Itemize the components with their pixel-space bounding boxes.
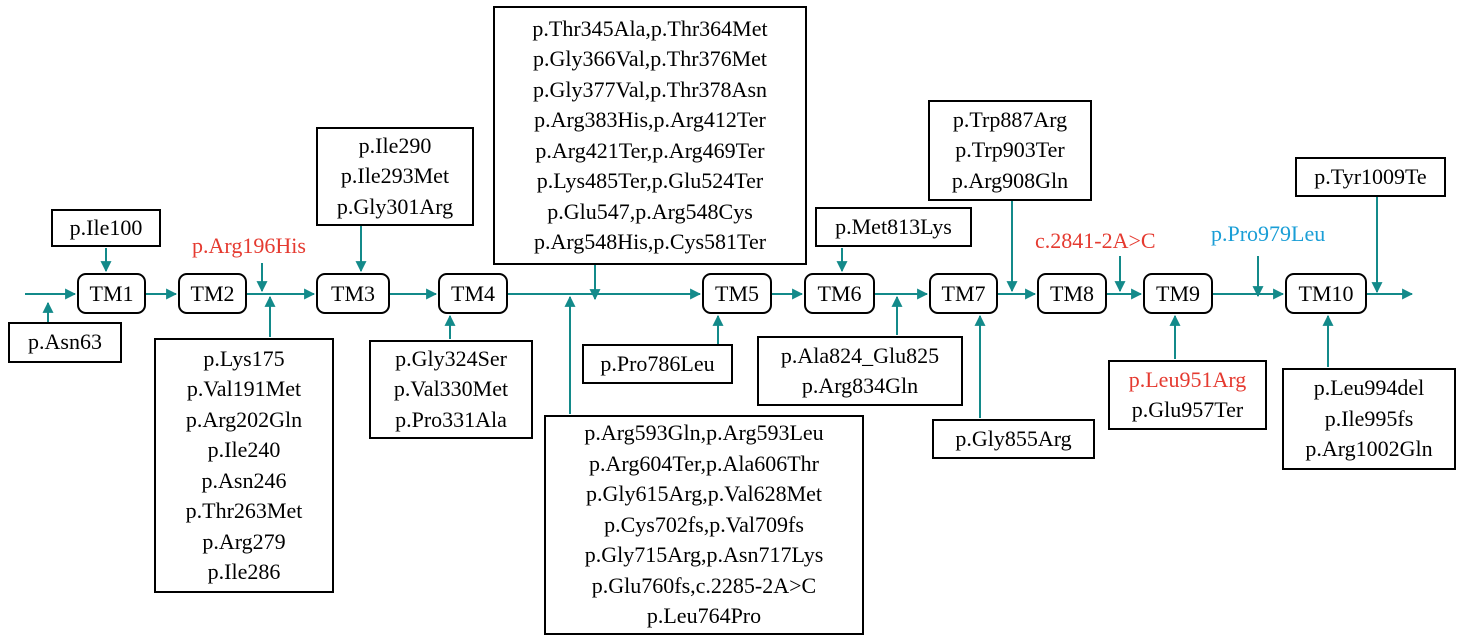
domain-label: TM10 — [1298, 280, 1354, 306]
label-line: p.Glu957Ter — [1131, 397, 1244, 422]
domain-tm4: TM4 — [438, 273, 508, 314]
domain-tm6: TM6 — [804, 273, 875, 314]
label-line: p.Trp887Arg — [952, 106, 1068, 132]
label-met813lys: p.Met813Lys — [815, 207, 972, 247]
label-line: p.Arg383His,p.Arg412Ter — [534, 107, 766, 132]
label-gly855arg: p.Gly855Arg — [932, 419, 1095, 459]
label-arg196his: p.Arg196His — [192, 233, 306, 258]
label-line-red: p.Leu951Arg — [1128, 366, 1247, 392]
label-line: p.Glu547,p.Arg548Cys — [547, 198, 753, 224]
domain-label: TM6 — [817, 280, 862, 306]
label-line: p.Gly615Arg,p.Val628Met — [585, 481, 823, 507]
label-line: p.Trp903Ter — [955, 137, 1065, 163]
label-line: p.Thr345Ala,p.Thr364Met — [532, 15, 768, 41]
label-line: p.Ile240 — [207, 437, 281, 462]
label-line: p.Asn63 — [28, 329, 102, 355]
label-line: p.Arg548His,p.Cys581Ter — [533, 229, 767, 254]
domain-label: TM1 — [89, 280, 134, 306]
label-line: p.Pro786Leu — [600, 350, 715, 376]
domain-tm5: TM5 — [702, 273, 772, 314]
domain-label: TM2 — [190, 280, 235, 306]
label-line: p.Cys702fs,p.Val709fs — [604, 511, 804, 537]
label-line: p.Gly366Val,p.Thr376Met — [532, 46, 768, 71]
label-line: p.Ile293Met — [340, 163, 450, 189]
label-tm45-above: p.Thr345Ala,p.Thr364Met p.Gly366Val,p.Thr… — [493, 6, 807, 265]
domain-tm7: TM7 — [929, 273, 998, 314]
label-line: p.Tyr1009Te — [1314, 163, 1427, 189]
label-line: p.Leu994del — [1313, 375, 1425, 401]
label-c2841: c.2841-2A>C — [1035, 228, 1156, 253]
domain-label: TM9 — [1156, 280, 1200, 306]
label-line: p.Lys175 — [203, 345, 285, 371]
domain-label: TM8 — [1050, 280, 1094, 306]
label-line: p.Arg834Gln — [801, 373, 919, 398]
label-pro979leu: p.Pro979Leu — [1211, 221, 1326, 246]
label-line: p.Val191Met — [186, 376, 302, 401]
label-line: p.Thr263Met — [185, 498, 303, 523]
label-tm10-below: p.Leu994del p.Ile995fs p.Arg1002Gln — [1282, 368, 1456, 470]
label-pro786leu: p.Pro786Leu — [582, 344, 733, 384]
label-line: p.Glu760fs,c.2285-2A>C — [591, 572, 817, 598]
label-line: p.Gly715Arg,p.Asn717Lys — [584, 542, 824, 568]
label-line: p.Gly301Arg — [336, 193, 454, 219]
label-line: p.Arg593Gln,p.Arg593Leu — [584, 420, 824, 446]
domain-tm1: TM1 — [77, 273, 146, 314]
label-line: p.Ala824_Glu825 — [780, 342, 940, 368]
label-line: p.Arg604Ter,p.Ala606Thr — [589, 450, 819, 476]
label-line: p.Ile995fs — [1324, 405, 1414, 431]
label-line: p.Arg1002Gln — [1305, 436, 1433, 462]
domain-tm8: TM8 — [1037, 273, 1107, 314]
label-line: p.Gly324Ser — [395, 345, 507, 371]
label-line: p.Val330Met — [393, 376, 509, 402]
label-line: p.Arg279 — [202, 528, 286, 554]
label-tm4-below: p.Gly324Ser p.Val330Met p.Pro331Ala — [369, 340, 533, 439]
domain-label: TM7 — [941, 280, 986, 306]
label-line: p.Ile286 — [207, 559, 281, 584]
domain-label: TM3 — [331, 280, 375, 306]
label-tm3-above: p.Ile290 p.Ile293Met p.Gly301Arg — [316, 127, 474, 226]
label-line: p.Arg421Ter,p.Arg469Ter — [535, 137, 765, 163]
label-tm7-above: p.Trp887Arg p.Trp903Ter p.Arg908Gln — [928, 100, 1092, 201]
label-line: p.Ile290 — [358, 132, 432, 158]
label-line: p.Gly855Arg — [955, 425, 1072, 451]
label-tm45-below: p.Arg593Gln,p.Arg593Leu p.Arg604Ter,p.Ala… — [544, 415, 864, 635]
domain-tm2: TM2 — [178, 273, 247, 314]
domain-tm3: TM3 — [316, 273, 390, 314]
domain-label: TM4 — [451, 280, 495, 306]
label-line: p.Arg908Gln — [951, 167, 1069, 193]
label-line: p.Leu764Pro — [646, 603, 762, 629]
domain-tm9: TM9 — [1143, 273, 1213, 314]
label-tm6-below: p.Ala824_Glu825 p.Arg834Gln — [757, 336, 963, 406]
label-line: p.Gly377Val,p.Thr378Asn — [532, 76, 768, 102]
label-line: p.Arg202Gln — [185, 406, 303, 432]
label-line: p.Pro331Ala — [395, 406, 507, 432]
label-line: p.Met813Lys — [835, 213, 952, 239]
label-tyr1009: p.Tyr1009Te — [1295, 157, 1446, 197]
label-line: p.Lys485Ter,p.Glu524Ter — [536, 168, 764, 193]
label-line: p.Asn246 — [201, 467, 287, 493]
domain-tm10: TM10 — [1285, 273, 1367, 314]
label-asn63: p.Asn63 — [8, 322, 122, 363]
label-ile100: p.Ile100 — [51, 209, 161, 247]
label-tm2-below: p.Lys175 p.Val191Met p.Arg202Gln p.Ile240 p.… — [154, 338, 334, 593]
label-tm9-below: p.Leu951Arg p.Glu957Ter — [1108, 360, 1267, 430]
domain-label: TM5 — [715, 280, 759, 306]
label-line: p.Ile100 — [69, 214, 143, 240]
